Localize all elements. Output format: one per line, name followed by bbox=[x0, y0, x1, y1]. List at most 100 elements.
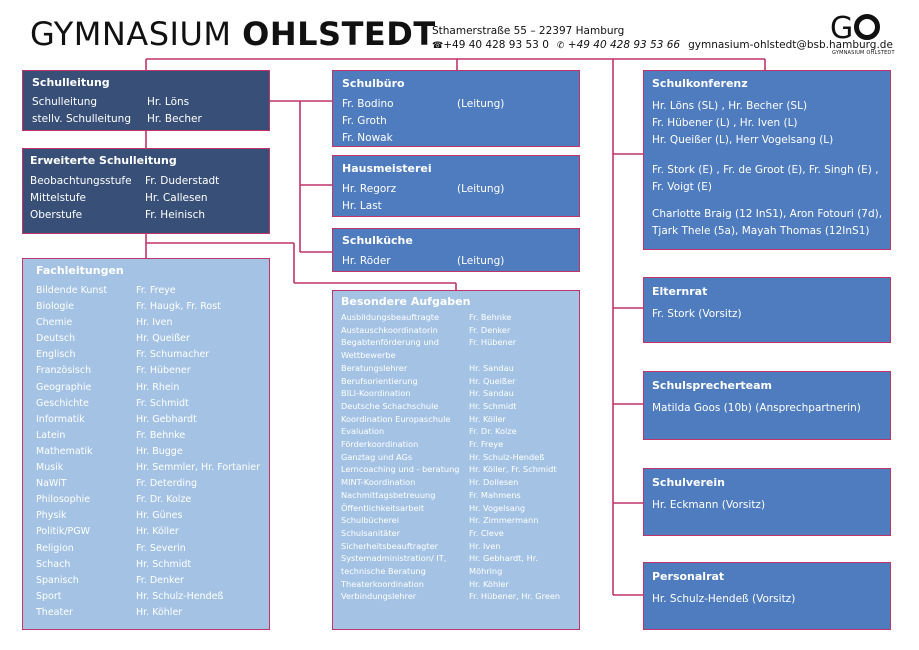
school-logo: G GYMNASIUM OHLSTEDT bbox=[830, 11, 895, 60]
phone-number: ☎+49 40 428 93 53 0 bbox=[432, 39, 549, 51]
list-item: Fr. Nowak bbox=[342, 132, 393, 144]
fax-number: ✆ +49 40 428 93 53 66 bbox=[556, 39, 681, 51]
box-schulkonferenz: Schulkonferenz Hr. Löns (SL) , Hr. Beche… bbox=[643, 70, 891, 250]
box-title: Schulküche bbox=[342, 234, 413, 247]
list-item: Tjark Thele (5a), Mayah Thomas (12InS1) bbox=[652, 225, 870, 237]
list-item: Fr. Stork (Vorsitz) bbox=[652, 308, 742, 320]
box-title: Erweiterte Schulleitung bbox=[30, 154, 177, 167]
box-title: Schulleitung bbox=[32, 76, 110, 89]
phone-icon: ☎ bbox=[432, 41, 444, 51]
box-title: Besondere Aufgaben bbox=[341, 295, 471, 308]
list-item: Hr. Queißer (L), Herr Vogelsang (L) bbox=[652, 134, 834, 146]
list-item: Hr. Last bbox=[342, 200, 382, 212]
list-item: Fr. Groth bbox=[342, 115, 387, 127]
list-item: Fr. Hübener (L) , Hr. Iven (L) bbox=[652, 117, 798, 129]
list-item: Hr. Eckmann (Vorsitz) bbox=[652, 499, 766, 511]
box-schulverein: Schulverein Hr. Eckmann (Vorsitz) bbox=[643, 468, 891, 536]
email-link[interactable]: gymnasium-ohlstedt@bsb.hamburg.de bbox=[688, 39, 893, 51]
logo-subtitle: GYMNASIUM OHLSTEDT bbox=[832, 50, 895, 56]
title-bold: OHLSTEDT bbox=[242, 15, 436, 53]
box-title: Schulbüro bbox=[342, 77, 405, 90]
box-title: Hausmeisterei bbox=[342, 162, 432, 175]
box-title: Elternrat bbox=[652, 285, 708, 298]
list-item: Matilda Goos (10b) (Ansprechpartnerin) bbox=[652, 402, 861, 414]
list-item: Systemadministration/ IT, technische Ber… bbox=[341, 553, 538, 577]
school-title: GYMNASIUM OHLSTEDT bbox=[30, 14, 436, 54]
box-erweiterte-schulleitung: Erweiterte Schulleitung Beobachtungsstuf… bbox=[22, 148, 270, 234]
box-title: Schulkonferenz bbox=[652, 77, 748, 90]
box-personalrat: Personalrat Hr. Schulz-Hendeß (Vorsitz) bbox=[643, 562, 891, 630]
box-title: Fachleitungen bbox=[36, 264, 124, 277]
box-title: Schulsprecherteam bbox=[652, 379, 773, 392]
list-item: Fr. Bodino(Leitung) bbox=[342, 98, 505, 110]
box-elternrat: Elternrat Fr. Stork (Vorsitz) bbox=[643, 277, 891, 343]
box-besondere-aufgaben: Besondere Aufgaben Ausbildungsbeauftragt… bbox=[332, 290, 580, 630]
box-schulbuero: Schulbüro Fr. Bodino(Leitung) Fr. Groth … bbox=[332, 70, 580, 147]
list-item: Fr. Voigt (E) bbox=[652, 181, 712, 193]
list-item: Hr. Löns (SL) , Hr. Becher (SL) bbox=[652, 100, 808, 112]
box-schulsprecherteam: Schulsprecherteam Matilda Goos (10b) (An… bbox=[643, 371, 891, 440]
address-line: Sthamerstraße 55 – 22397 Hamburg bbox=[432, 25, 625, 37]
contact-info: Sthamerstraße 55 – 22397 Hamburg ☎+49 40… bbox=[432, 24, 893, 53]
list-item: Hr. Schulz-Hendeß (Vorsitz) bbox=[652, 593, 796, 605]
logo-circle-icon bbox=[854, 14, 881, 40]
list-item: Hr. Röder(Leitung) bbox=[342, 255, 505, 267]
box-schulkueche: Schulküche Hr. Röder(Leitung) bbox=[332, 228, 580, 272]
list-item: Charlotte Braig (12 InS1), Aron Fotouri … bbox=[652, 208, 883, 220]
list-item: Hr. Regorz(Leitung) bbox=[342, 183, 505, 195]
fax-icon: ✆ bbox=[556, 41, 565, 51]
box-title: Schulverein bbox=[652, 476, 725, 489]
box-hausmeisterei: Hausmeisterei Hr. Regorz(Leitung) Hr. La… bbox=[332, 155, 580, 217]
title-normal: GYMNASIUM bbox=[30, 15, 232, 53]
logo-letter: G bbox=[830, 11, 854, 46]
box-title: Personalrat bbox=[652, 570, 725, 583]
list-item: Fr. Stork (E) , Fr. de Groot (E), Fr. Si… bbox=[652, 164, 879, 176]
